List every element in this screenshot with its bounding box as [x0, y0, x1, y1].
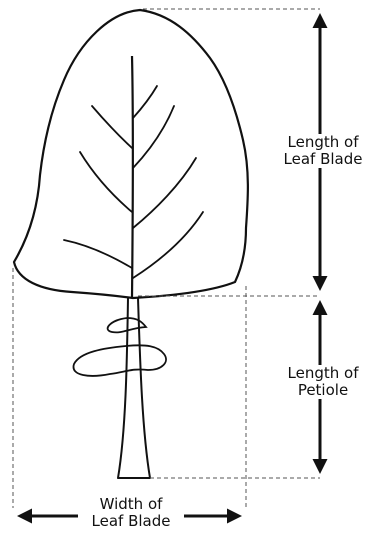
- blade-width-label: Width of Leaf Blade: [78, 496, 184, 530]
- petiole-length-label-line2: Petiole: [268, 382, 378, 399]
- blade-width-label-line1: Width of: [78, 496, 184, 513]
- vein-right-4: [133, 212, 203, 278]
- vein-right-3: [133, 158, 196, 228]
- petiole-length-label: Length of Petiole: [268, 365, 378, 399]
- blade-length-label-line1: Length of: [268, 134, 378, 151]
- vein-right-1: [133, 86, 157, 118]
- vein-right-2: [133, 106, 174, 168]
- blade-width-label-line2: Leaf Blade: [78, 513, 184, 530]
- wing-leaflet: [73, 345, 166, 376]
- vein-left-2: [80, 152, 132, 212]
- vein-left-3: [64, 240, 132, 268]
- vein-left-1: [92, 106, 132, 148]
- guide-lines: [13, 9, 320, 508]
- blade-length-label-line2: Leaf Blade: [268, 151, 378, 168]
- blade-length-label: Length of Leaf Blade: [268, 134, 378, 168]
- petiole-length-label-line1: Length of: [268, 365, 378, 382]
- leaf-blade-outline: [14, 10, 248, 298]
- midrib: [132, 56, 133, 298]
